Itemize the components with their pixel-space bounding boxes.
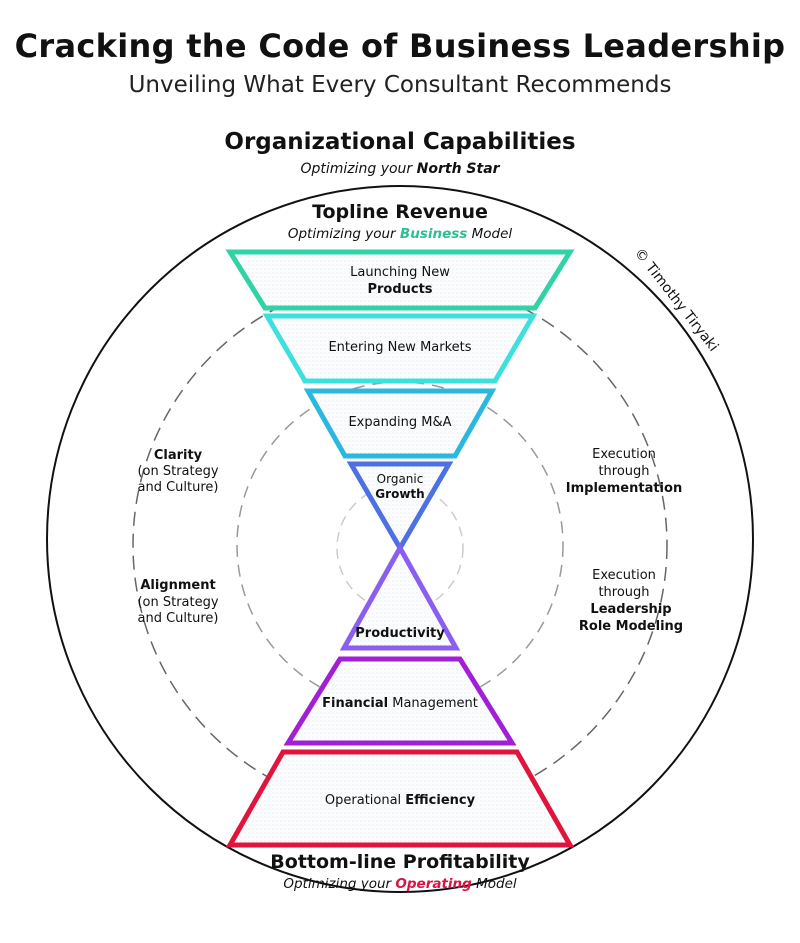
outer-title: Organizational Capabilities xyxy=(224,129,576,155)
layer-3-line1: Organic xyxy=(376,472,424,486)
outer-subtitle-emphasis: North Star xyxy=(416,161,500,177)
topline-subtitle-emphasis: Business xyxy=(399,226,468,242)
clarity-line2: (on Strategy xyxy=(137,464,219,479)
layer-5-rest: Management xyxy=(388,696,478,711)
layer-4-label: Productivity xyxy=(355,626,445,641)
implementation-line1: Execution xyxy=(592,447,656,462)
role-modeling-line1: Execution xyxy=(592,568,656,583)
bottomline-subtitle-suffix: Model xyxy=(471,876,517,892)
layer-organic-growth xyxy=(346,461,454,553)
layer-financial-management xyxy=(283,656,517,746)
layer-3-line2: Growth xyxy=(375,487,425,501)
layer-entering-new-markets xyxy=(262,313,538,384)
topline-title: Topline Revenue xyxy=(312,201,488,223)
topline-subtitle: Optimizing your Business Model xyxy=(288,225,512,243)
bottomline-subtitle-prefix: Optimizing your xyxy=(283,876,396,892)
implementation-line2: through xyxy=(598,464,650,479)
layer-0-line2: Products xyxy=(367,282,433,297)
clarity-label: Clarity xyxy=(153,448,203,463)
layer-5-label: Financial Management xyxy=(322,696,478,712)
leadership-label: Leadership xyxy=(590,602,672,617)
layer-5-bold: Financial xyxy=(322,696,389,711)
layer-6-label: Operational Efficiency xyxy=(325,793,475,809)
clarity-line3: and Culture) xyxy=(137,480,219,495)
page-subtitle: Unveiling What Every Consultant Recommen… xyxy=(128,72,672,98)
topline-subtitle-suffix: Model xyxy=(467,226,513,242)
layer-operational-efficiency xyxy=(225,749,575,848)
layer-launching-new-products xyxy=(225,249,575,311)
outer-subtitle: Optimizing your North Star xyxy=(300,160,499,178)
layer-6-line1: Operational xyxy=(324,793,406,808)
role-modeling-label: Role Modeling xyxy=(578,619,684,634)
layer-productivity xyxy=(339,542,461,651)
page-title: Cracking the Code of Business Leadership xyxy=(14,27,786,65)
role-modeling-line2: through xyxy=(598,585,650,600)
outer-circle xyxy=(46,185,754,893)
bottomline-subtitle-emphasis: Operating xyxy=(395,876,472,892)
bottomline-title: Bottom-line Profitability xyxy=(270,851,530,873)
alignment-label: Alignment xyxy=(140,578,216,593)
outer-subtitle-prefix: Optimizing your xyxy=(300,161,417,177)
layer-0-line1: Launching New xyxy=(350,265,450,280)
layer-6-bold: Efficiency xyxy=(405,793,476,808)
layer-1-label: Entering New Markets xyxy=(328,340,472,355)
alignment-line2: (on Strategy xyxy=(137,595,219,610)
bottomline-subtitle: Optimizing your Operating Model xyxy=(283,875,516,893)
implementation-label: Implementation xyxy=(565,481,683,496)
layer-expanding-ma xyxy=(303,388,497,459)
layer-2-label: Expanding M&A xyxy=(348,415,452,430)
topline-subtitle-prefix: Optimizing your xyxy=(287,226,400,242)
alignment-line3: and Culture) xyxy=(137,611,219,626)
